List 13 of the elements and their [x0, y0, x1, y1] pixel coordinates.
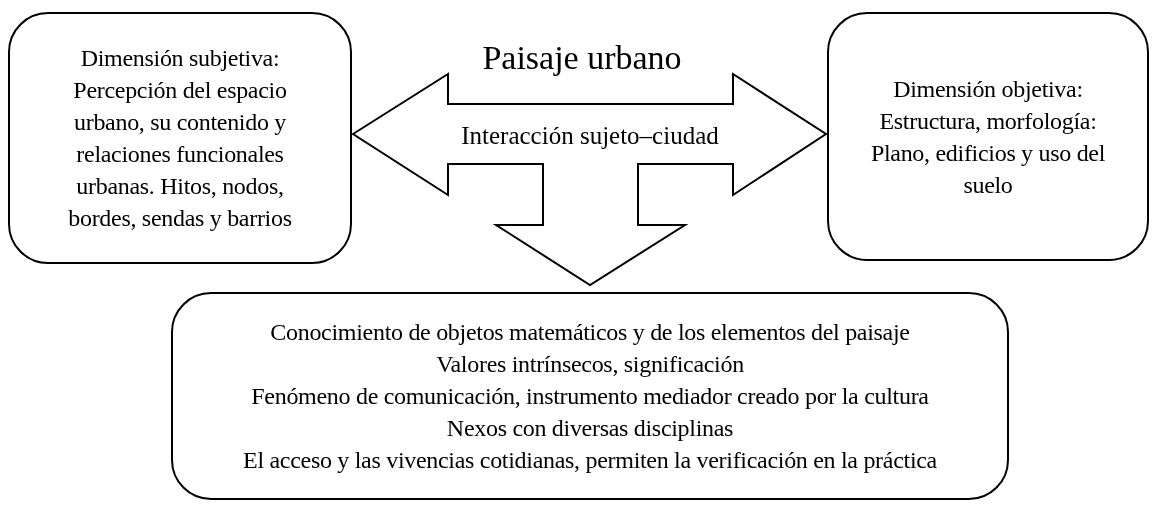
- box-text: El acceso y las vivencias cotidianas, permiten la verificación en la práctica: [243, 446, 937, 475]
- box-text: Valores intrínsecos, significación: [436, 350, 744, 379]
- box-text: Fenómeno de comunicación, instrumento mediador creado por la cultura: [251, 382, 929, 411]
- box-text: Estructura, morfología: Plano, edificios y uso del suelo: [869, 106, 1107, 200]
- rounded-box: [171, 292, 1009, 500]
- rounded-box: [827, 12, 1149, 261]
- box-text: Conocimiento de objetos matemáticos y de los elementos del paisaje: [270, 318, 910, 347]
- rounded-box: [8, 12, 352, 264]
- box-text: Dimensión subjetiva:: [80, 44, 280, 73]
- box-text: Percepción del espacio urbano, su contenido y relaciones funcionales urbanas. Hitos, nodos, bordes, sendas y barrios: [67, 76, 293, 233]
- title-text: Paisaje urbano: [482, 38, 682, 78]
- box-text: Nexos con diversas disciplinas: [446, 414, 734, 443]
- box-text: Dimensión objetiva:: [893, 74, 1083, 104]
